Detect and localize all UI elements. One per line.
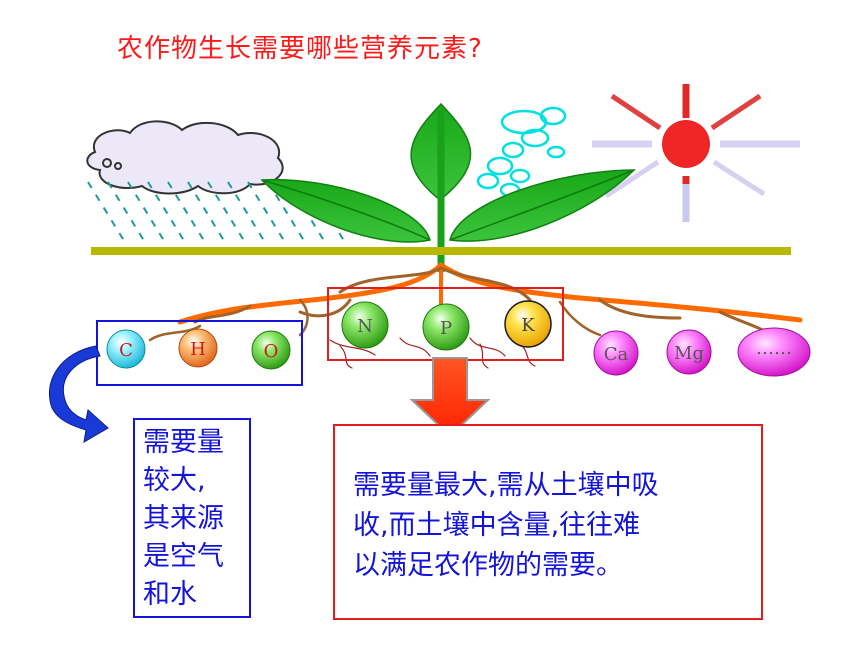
rain-cloud xyxy=(86,120,284,195)
element-o-label: O xyxy=(264,341,279,362)
element-h-label: H xyxy=(190,339,206,360)
element-mg: Mg xyxy=(666,329,712,375)
element-p: P xyxy=(422,303,470,351)
note-left-line: 和水 xyxy=(143,579,197,610)
sun-icon xyxy=(592,84,800,222)
note-right-line: 需要量最大,需从土壤中吸 xyxy=(353,470,659,501)
element-more: …… xyxy=(737,327,811,377)
note-left-line: 其来源 xyxy=(143,503,224,534)
element-n-label: N xyxy=(357,316,373,337)
curved-arrow-icon xyxy=(48,345,109,443)
element-c: C xyxy=(106,329,146,369)
element-ca: Ca xyxy=(593,330,639,376)
element-o: O xyxy=(251,330,291,370)
page-title: 农作物生长需要哪些营养元素? xyxy=(117,34,483,64)
element-more-label: …… xyxy=(756,338,792,359)
element-ca-label: Ca xyxy=(604,344,629,365)
element-h: H xyxy=(178,328,218,368)
element-n: N xyxy=(341,301,389,349)
note-right-line: 以满足农作物的需要。 xyxy=(353,550,623,581)
note-left-line: 较大, xyxy=(143,465,206,496)
element-c-label: C xyxy=(119,340,133,361)
plant-roots xyxy=(148,262,803,369)
element-mg-label: Mg xyxy=(674,343,704,364)
plant-leaves xyxy=(260,102,636,272)
note-air-water: 需要量 较大, 其来源 是空气 和水 xyxy=(133,418,251,618)
element-p-label: P xyxy=(440,318,452,339)
note-right-line: 收,而土壤中含量,往往难 xyxy=(353,510,641,541)
ground-line xyxy=(91,247,791,255)
note-soil-npk: 需要量最大,需从土壤中吸 收,而土壤中含量,往往难 以满足农作物的需要。 xyxy=(333,424,763,620)
element-k-label: K xyxy=(521,315,535,336)
note-left-line: 需要量 xyxy=(143,427,224,458)
note-left-line: 是空气 xyxy=(143,541,224,572)
down-arrow-icon xyxy=(409,357,491,438)
element-k: K xyxy=(504,300,552,348)
